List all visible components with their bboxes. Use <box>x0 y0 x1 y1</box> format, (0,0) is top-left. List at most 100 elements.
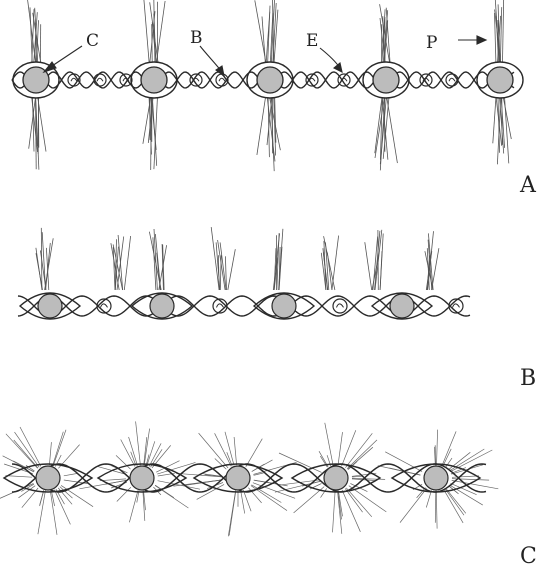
cilium <box>325 423 333 466</box>
cilium <box>445 489 464 516</box>
cilium <box>211 227 219 290</box>
cilium <box>426 490 431 507</box>
cilium <box>442 431 456 466</box>
cilium <box>129 490 138 522</box>
large-cell-body <box>38 294 62 318</box>
annotation-e: E <box>306 31 318 51</box>
cilium <box>437 430 438 466</box>
cilium <box>346 488 372 517</box>
cilium <box>449 449 484 471</box>
annotation-p: P <box>426 33 437 53</box>
large-cell-body <box>150 294 174 318</box>
cilium <box>54 490 70 525</box>
small-cell-mark <box>449 78 455 81</box>
panel-c: C <box>0 421 537 569</box>
cilium <box>45 238 54 290</box>
cilium <box>365 242 372 290</box>
cilium <box>228 249 236 290</box>
small-cell-mark <box>217 304 224 308</box>
cilium <box>129 437 138 466</box>
cilium <box>225 432 234 466</box>
cilium <box>435 491 436 523</box>
cilium <box>503 98 511 139</box>
cilium <box>53 430 66 466</box>
cilium <box>241 491 245 514</box>
cilium <box>257 98 266 155</box>
panel-b: B <box>18 227 536 391</box>
small-cell <box>333 299 347 313</box>
cilium <box>19 486 36 498</box>
small-cell <box>420 74 432 86</box>
small-cell-mark <box>71 78 77 81</box>
large-cell-body <box>324 466 348 490</box>
small-cell <box>94 74 106 86</box>
panel-label-c: C <box>520 544 537 569</box>
cilium <box>6 476 33 478</box>
cilium <box>262 17 265 63</box>
cilium <box>493 98 496 143</box>
cilium <box>333 491 336 533</box>
cilium <box>53 432 64 466</box>
small-cell-mark <box>453 304 460 308</box>
large-cell-body <box>130 466 154 490</box>
cilium <box>500 7 501 62</box>
cilium <box>400 488 427 522</box>
small-cell-mark <box>97 78 103 81</box>
cilium <box>387 98 398 163</box>
cilium <box>243 490 251 511</box>
cilium <box>342 430 356 466</box>
large-cell-body <box>226 466 250 490</box>
large-cell-body <box>36 466 60 490</box>
large-cell-body <box>272 294 296 318</box>
panel-a: C B E P A <box>12 0 537 198</box>
cilium <box>228 491 235 537</box>
cilium <box>42 232 45 290</box>
cilium <box>50 491 57 535</box>
cilium <box>503 0 504 62</box>
cilium <box>121 440 135 467</box>
panel-label-b: B <box>520 366 536 391</box>
cilium <box>338 432 343 465</box>
cilium <box>64 474 77 476</box>
arrowhead-p <box>477 36 486 44</box>
small-cell-mark <box>101 304 108 308</box>
small-cell <box>446 74 458 86</box>
cilium <box>124 236 130 290</box>
cilium <box>345 489 362 513</box>
annotation-b: B <box>190 28 203 48</box>
cilium <box>136 421 141 465</box>
cilium <box>345 433 372 467</box>
cilium <box>49 442 51 465</box>
cilium <box>149 443 161 466</box>
cilium <box>155 486 188 509</box>
cilium <box>144 0 150 62</box>
panel-b-cilia <box>36 227 439 290</box>
cilium <box>279 453 322 472</box>
large-cell-body <box>257 67 283 93</box>
cilium <box>234 437 237 465</box>
large-cell-body <box>373 67 399 93</box>
large-cell-body <box>390 294 414 318</box>
cilium <box>255 0 266 62</box>
large-cell-body <box>487 67 513 93</box>
large-cell-body <box>141 67 167 93</box>
small-cell-mark <box>337 304 344 308</box>
cilium <box>199 433 229 468</box>
cilium <box>15 432 40 467</box>
small-cell <box>338 74 350 86</box>
small-cell-mark <box>219 78 225 81</box>
cilium <box>153 237 156 290</box>
cilium <box>100 479 126 481</box>
arrowhead-e <box>334 63 342 72</box>
cilium <box>118 235 123 290</box>
cilium <box>61 485 93 506</box>
cilium <box>347 440 377 469</box>
cilium <box>383 10 387 62</box>
cilium <box>246 439 262 467</box>
small-cell <box>120 74 132 86</box>
cilium <box>436 491 437 529</box>
large-cell-body <box>424 466 448 490</box>
panel-label-a: A <box>519 173 537 198</box>
cilium <box>41 228 42 290</box>
